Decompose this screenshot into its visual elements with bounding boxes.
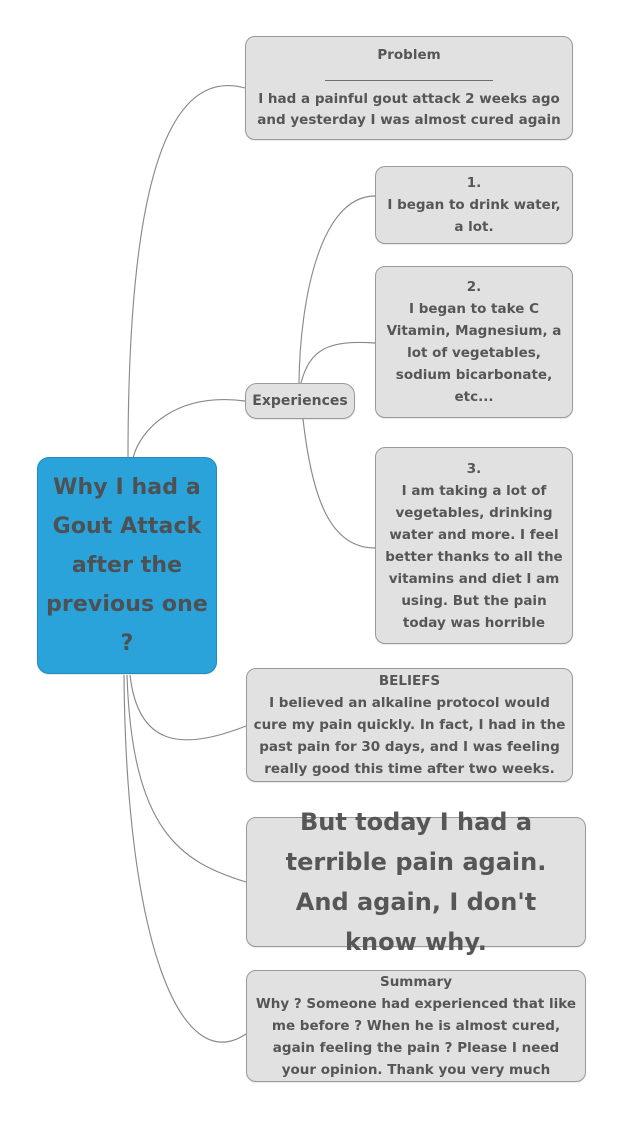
node-experience-2[interactable]: 2. I began to take C Vitamin, Magnesium,…: [375, 266, 573, 418]
connector-root-to-beliefs: [129, 674, 247, 741]
node-problem[interactable]: Problem I had a painful gout attack 2 we…: [245, 36, 573, 140]
node-problem-body: I had a painful gout attack 2 weeks ago …: [257, 91, 561, 128]
node-experience-3-number: 3.: [466, 460, 482, 477]
connector-root-to-summary: [123, 674, 247, 1043]
node-beliefs[interactable]: BELIEFS I believed an alkaline protocol …: [246, 668, 573, 782]
node-problem-divider: [325, 80, 493, 81]
connector-root-to-experiences: [132, 399, 246, 459]
node-experience-3-body: I am taking a lot of vegetables, drinkin…: [385, 482, 563, 631]
connector-root-to-today: [126, 674, 247, 883]
root-node-label: Why I had a Gout Attack after the previo…: [46, 475, 208, 656]
root-node[interactable]: Why I had a Gout Attack after the previo…: [37, 457, 217, 674]
node-summary[interactable]: Summary Why ? Someone had experienced th…: [246, 970, 586, 1082]
node-today-statement-body: But today I had a terrible pain again. A…: [285, 808, 547, 956]
node-experience-2-body: I began to take C Vitamin, Magnesium, a …: [386, 301, 562, 405]
node-experiences-label: Experiences: [252, 393, 348, 409]
connector-experiences-to-exp2: [300, 341, 376, 384]
node-experiences[interactable]: Experiences: [245, 383, 355, 419]
node-experience-3[interactable]: 3. I am taking a lot of vegetables, drin…: [375, 447, 573, 644]
node-beliefs-body: I believed an alkaline protocol would cu…: [253, 695, 566, 777]
node-experience-1-number: 1.: [466, 175, 482, 191]
node-experience-1[interactable]: 1. I began to drink water, a lot.: [375, 166, 573, 244]
connector-experiences-to-exp1: [298, 195, 376, 384]
node-beliefs-title: BELIEFS: [378, 673, 441, 689]
node-experience-1-body: I began to drink water, a lot.: [387, 197, 561, 235]
node-summary-title: Summary: [379, 974, 453, 990]
connector-experiences-to-exp3: [302, 418, 376, 549]
connector-root-to-problem: [127, 85, 246, 459]
node-summary-body: Why ? Someone had experienced that like …: [255, 996, 577, 1078]
node-experience-2-number: 2.: [466, 279, 482, 295]
node-today-statement[interactable]: But today I had a terrible pain again. A…: [246, 808, 586, 956]
node-problem-title: Problem: [377, 47, 441, 63]
